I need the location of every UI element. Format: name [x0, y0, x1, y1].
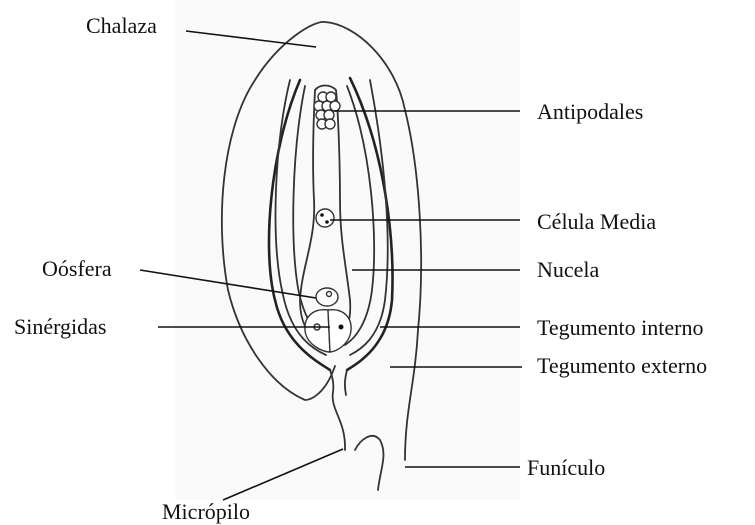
label-funiculo: Funículo	[527, 455, 605, 480]
label-antipodales: Antipodales	[537, 99, 643, 124]
scan-background	[175, 0, 520, 500]
label-chalaza: Chalaza	[86, 13, 157, 38]
label-tegumento-interno: Tegumento interno	[537, 315, 703, 340]
label-nucela: Nucela	[537, 257, 600, 282]
label-sinergidas: Sinérgidas	[14, 314, 106, 339]
label-oosfera: Oósfera	[42, 256, 112, 281]
celula-media-nuclei	[316, 209, 334, 227]
label-tegumento-externo: Tegumento externo	[537, 353, 707, 378]
label-micropilo: Micrópilo	[162, 499, 250, 524]
label-celula-media: Célula Media	[537, 209, 656, 234]
oosfera-cell	[316, 288, 338, 306]
